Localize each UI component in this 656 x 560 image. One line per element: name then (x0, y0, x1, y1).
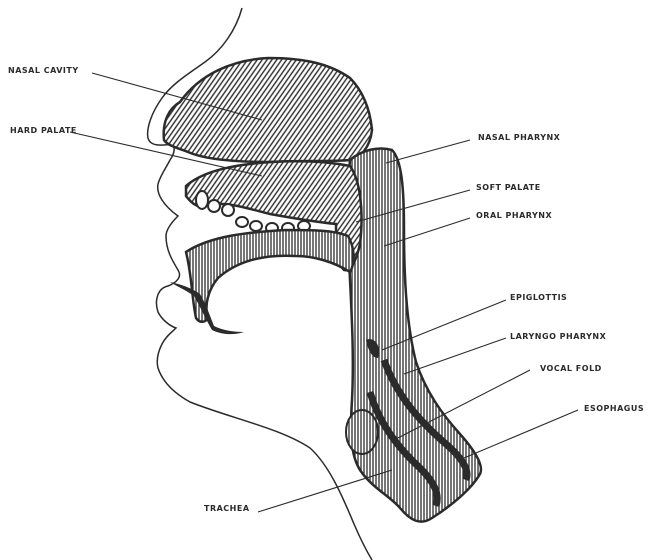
label-laryngo-pharynx: LARYNGO PHARYNX (510, 333, 606, 341)
leader-laryngo-pharynx (404, 338, 506, 374)
label-vocal-fold: VOCAL FOLD (540, 365, 602, 373)
larynx-ring (346, 410, 378, 454)
label-nasal-pharynx: NASAL PHARYNX (478, 134, 560, 142)
tongue-region (186, 230, 354, 322)
label-epiglottis: EPIGLOTTIS (510, 294, 567, 302)
label-soft-palate: SOFT PALATE (476, 184, 541, 192)
label-hard-palate: HARD PALATE (10, 127, 77, 135)
label-trachea: TRACHEA (204, 505, 250, 513)
leader-esophagus (464, 410, 578, 458)
leader-nasal-pharynx (386, 140, 470, 163)
leader-trachea (258, 470, 392, 512)
label-nasal-cavity: NASAL CAVITY (8, 67, 79, 75)
nasal-cavity-region (164, 58, 372, 162)
label-oral-pharynx: ORAL PHARYNX (476, 212, 552, 220)
label-esophagus: ESOPHAGUS (584, 405, 644, 413)
